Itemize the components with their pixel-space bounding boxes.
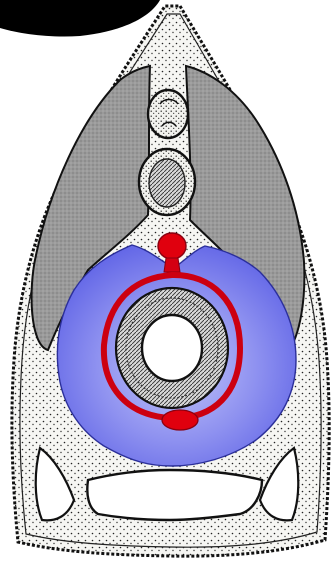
dorsal-blood-vessel: [158, 233, 186, 259]
ventral-chamber: [87, 470, 262, 520]
corner-mask: [0, 0, 160, 37]
gut-lumen: [142, 315, 202, 381]
dorsal-vessel-stalk: [164, 258, 180, 272]
neural-tube: [148, 90, 188, 138]
ventral-blood-vessel: [162, 410, 198, 430]
notochord-core: [149, 159, 185, 207]
